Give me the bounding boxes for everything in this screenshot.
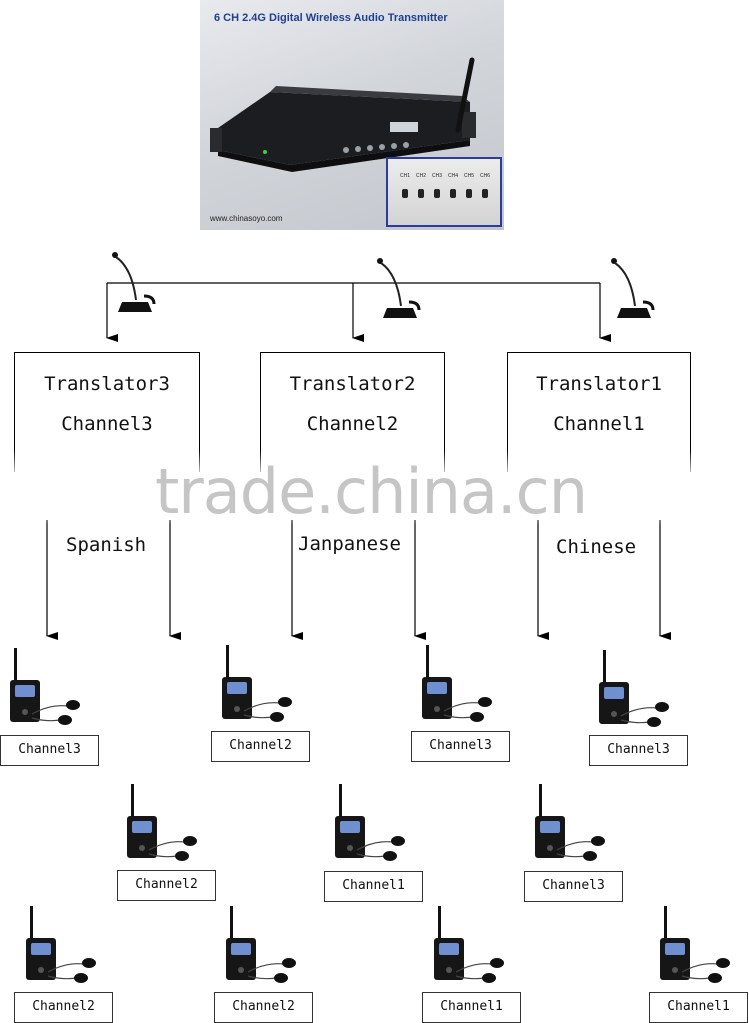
inset-label: CH4 [448, 173, 459, 179]
receiver-channel-label: Channel1 [422, 992, 521, 1023]
microphone-icon [112, 252, 156, 312]
receiver-icon [226, 906, 296, 983]
language-label: Chinese [556, 536, 637, 558]
translator-channel: Channel1 [553, 413, 645, 435]
receiver-channel-label: Channel2 [14, 992, 113, 1023]
receiver-icon [222, 645, 292, 722]
receiver-channel-label: Channel1 [649, 992, 748, 1023]
translator-channel: Channel3 [61, 413, 153, 435]
transmitter-photo: 6 CH 2.4G Digital Wireless Audio Transmi… [200, 0, 504, 230]
receiver-icon [422, 645, 492, 722]
receiver-icon [10, 648, 80, 725]
inset-label: CH2 [416, 173, 427, 179]
receiver-icon [660, 906, 730, 983]
inset-label: CH5 [464, 173, 475, 179]
language-label: Spanish [66, 534, 147, 556]
receiver-icon [535, 784, 605, 861]
inset-label: CH3 [432, 173, 443, 179]
receiver-icon [335, 784, 405, 861]
receiver-icon [127, 784, 197, 861]
receiver-icon [26, 906, 96, 983]
watermark: trade.china.cn [155, 455, 588, 528]
receiver-channel-label: Channel3 [411, 731, 510, 762]
channel-jacks-inset: CH1 CH2 CH3 CH4 CH5 CH6 [386, 157, 502, 227]
receiver-icon [599, 650, 669, 727]
microphone-icon [611, 258, 655, 318]
photo-title: 6 CH 2.4G Digital Wireless Audio Transmi… [214, 12, 448, 24]
receiver-icon [434, 906, 504, 983]
microphone-icon [377, 258, 421, 318]
translator-name: Translator2 [289, 373, 416, 395]
transmitter-device-illustration [210, 57, 476, 172]
receiver-channel-label: Channel3 [0, 735, 99, 766]
inset-label: CH1 [400, 173, 411, 179]
receiver-channel-label: Channel3 [524, 871, 623, 902]
receiver-channel-label: Channel2 [117, 870, 216, 901]
translator-name: Translator3 [44, 373, 170, 395]
photo-url: www.chinasoyo.com [210, 214, 283, 223]
translator-name: Translator1 [536, 373, 662, 395]
receiver-channel-label: Channel3 [589, 735, 688, 766]
receiver-channel-label: Channel2 [214, 992, 313, 1023]
inset-label: CH6 [480, 173, 491, 179]
fade-strip [0, 450, 749, 525]
translator-channel: Channel2 [306, 413, 399, 435]
receiver-channel-label: Channel2 [211, 731, 310, 762]
language-label: Janpanese [298, 533, 401, 555]
receiver-channel-label: Channel1 [324, 871, 423, 902]
